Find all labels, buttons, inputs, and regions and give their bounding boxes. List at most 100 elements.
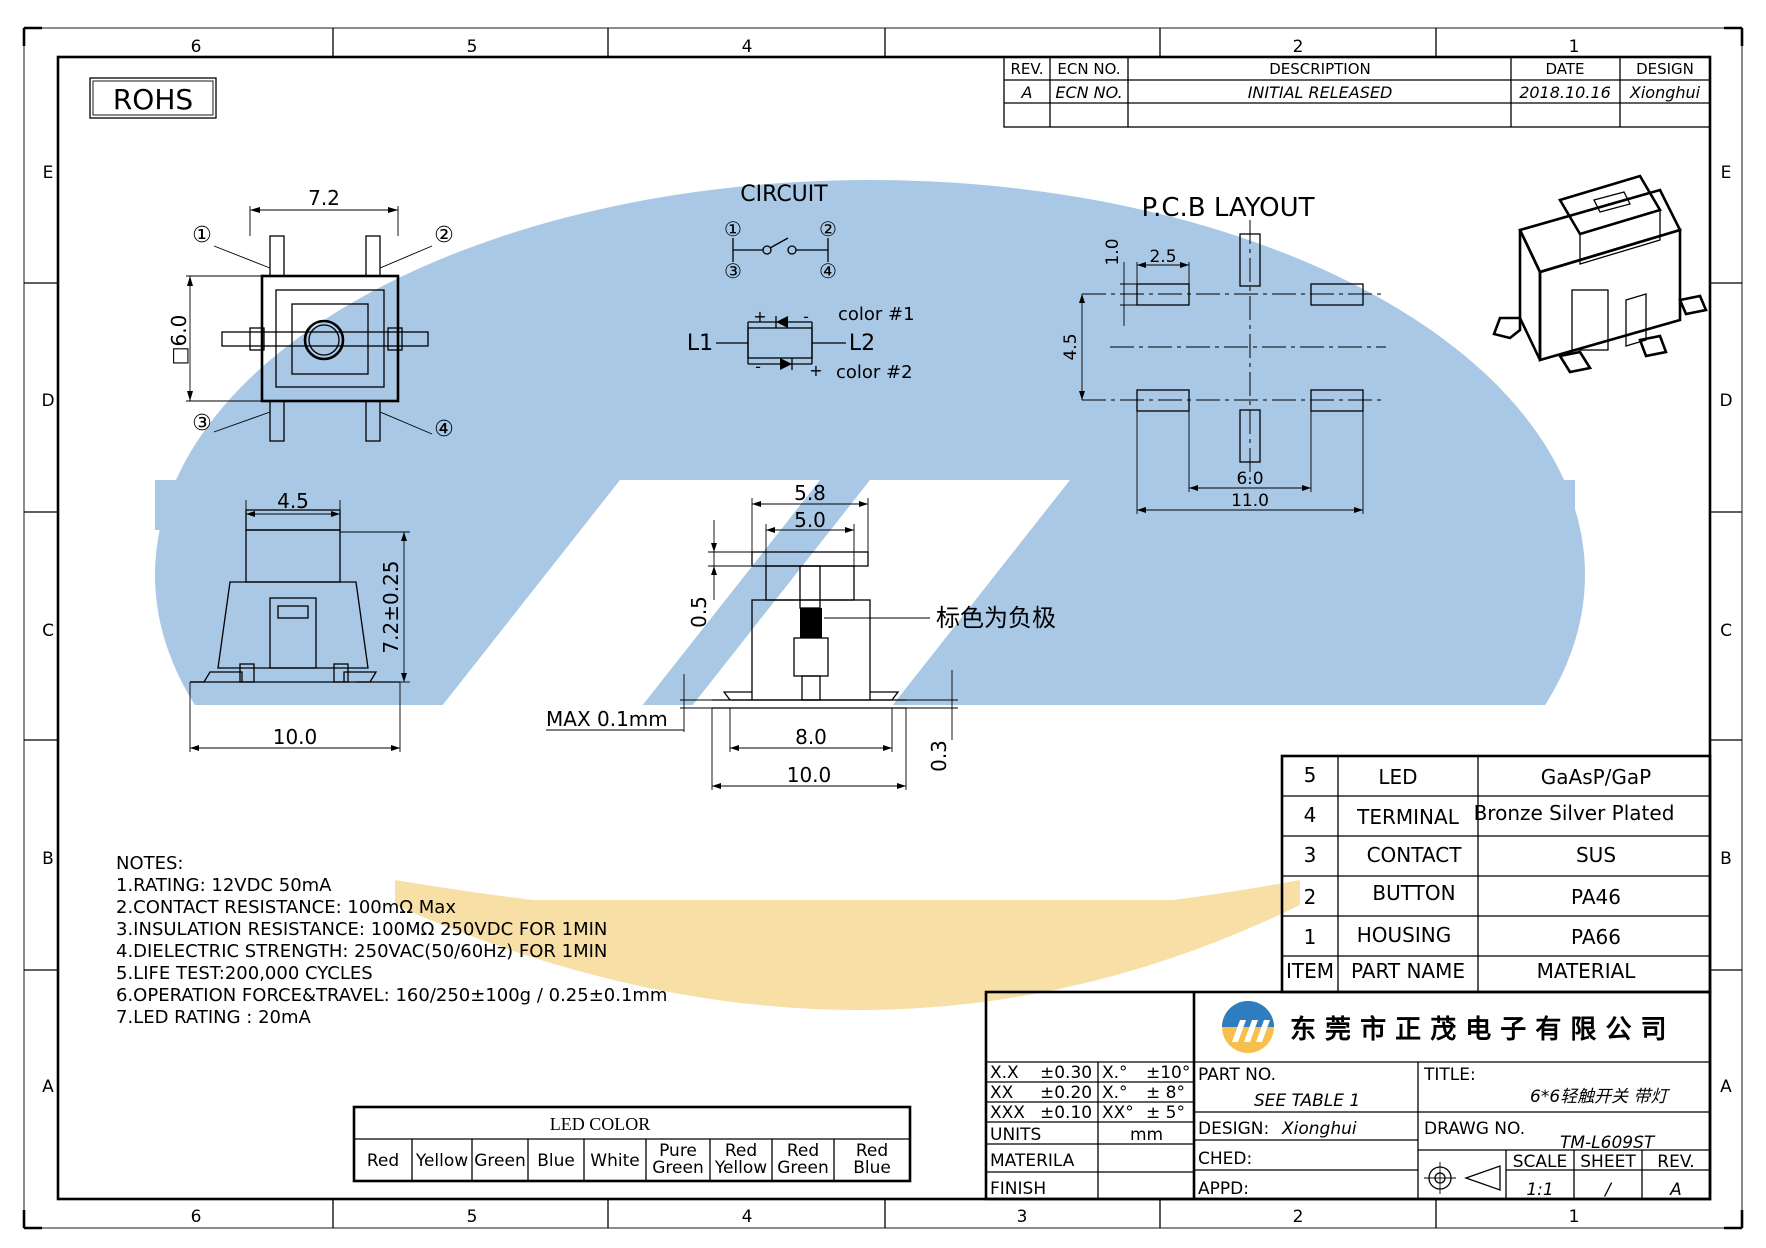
bom-table: 5 LED GaAsP/GaP 4 TERMINAL Bronze Silver… [1280, 754, 1712, 994]
circuit-minus-1: - [803, 307, 809, 326]
bom-header-name: PART NAME [1351, 959, 1465, 983]
top-view: 7.2 □6.0 ① ② ③ ④ [167, 186, 454, 442]
circuit-color-1: color #1 [838, 304, 915, 325]
pin-1-label: ① [192, 223, 212, 248]
drawg-value: TM-L609ST [1560, 1133, 1656, 1153]
side-max: MAX 0.1mm [546, 707, 668, 731]
notes: NOTES: 1.RATING: 12VDC 50mA 2.CONTACT RE… [116, 853, 667, 1028]
circuit-pin-1: ① [724, 217, 742, 241]
company-name: 东 莞 市 正 茂 电 子 有 限 公 司 [1290, 1014, 1667, 1045]
zone-bot-5: 5 [467, 1207, 478, 1227]
tol-xxdeg-val: ± 5° [1146, 1103, 1185, 1123]
rev-row-rev: A [1021, 83, 1033, 102]
tol-xdeg-val: ±10° [1146, 1063, 1190, 1083]
pcb-dim-2-5: 2.5 [1149, 247, 1176, 267]
bom-mat-3: SUS [1576, 843, 1616, 867]
rev-row-design: Xionghui [1629, 83, 1701, 102]
tol-xxx-val: ±0.20 [1040, 1083, 1092, 1103]
led-color-item: Yellow [714, 1158, 767, 1178]
isometric-view [1492, 174, 1708, 374]
led-color-item: Yellow [415, 1151, 468, 1171]
side-dim-10-0: 10.0 [787, 763, 832, 787]
circuit-pin-2: ② [819, 217, 837, 241]
tol-xxxx-val: ±0.10 [1040, 1103, 1092, 1123]
tol-xdeg2-val: ± 8° [1146, 1083, 1185, 1103]
bom-header-item: ITEM [1286, 959, 1334, 983]
note-3: 3.INSULATION RESISTANCE: 100MΩ 250VDC FO… [116, 919, 607, 940]
pin-3-label: ③ [192, 411, 212, 436]
tol-xx-val: ±0.30 [1040, 1063, 1092, 1083]
front-view: 4.5 7.2±0.25 10.0 [189, 489, 410, 752]
sheet-border [22, 26, 1744, 1230]
rev-header-desc: DESCRIPTION [1269, 60, 1371, 78]
material-label: MATERILA [990, 1151, 1075, 1171]
led-color-item: Green [652, 1158, 703, 1178]
circuit-title: CIRCUIT [740, 182, 828, 207]
sheet-value: / [1603, 1180, 1613, 1200]
side-dim-0-3: 0.3 [927, 740, 951, 772]
bom-mat-2: PA46 [1571, 885, 1621, 909]
part-no-label: PART NO. [1198, 1065, 1276, 1085]
drawg-label: DRAWG NO. [1424, 1119, 1525, 1139]
rev-header-rev: REV. [1011, 60, 1044, 78]
led-color-item: Green [777, 1158, 828, 1178]
led-color-item: Red [787, 1141, 819, 1161]
led-color-item: White [590, 1151, 639, 1171]
rev-value: A [1669, 1180, 1682, 1200]
circuit-l1: L1 [687, 331, 713, 356]
circuit-l2: L2 [849, 331, 875, 356]
note-6: 6.OPERATION FORCE&TRAVEL: 160/250±100g /… [116, 985, 667, 1006]
side-dim-5-8: 5.8 [794, 481, 826, 505]
note-1: 1.RATING: 12VDC 50mA [116, 875, 332, 896]
tol-xxx-label: XX [990, 1083, 1014, 1103]
led-color-item: Red [725, 1141, 757, 1161]
zone-side-e: E [43, 163, 54, 183]
zone-side-c-r: C [1720, 621, 1732, 641]
bom-item-4: 4 [1304, 803, 1317, 827]
zone-bot-2: 2 [1293, 1207, 1304, 1227]
pcb-title: P.C.B LAYOUT [1141, 193, 1314, 223]
bom-item-2: 2 [1304, 885, 1317, 909]
tol-xxdeg-label: XX° [1102, 1103, 1134, 1123]
zone-bot-1: 1 [1569, 1207, 1580, 1227]
zone-side-b-r: B [1720, 849, 1732, 869]
pcb-dim-6-0: 6.0 [1236, 469, 1263, 489]
bom-name-2: BUTTON [1372, 881, 1455, 905]
note-5: 5.LIFE TEST:200,000 CYCLES [116, 963, 373, 984]
zone-side-b: B [42, 849, 54, 869]
appd-label: APPD: [1198, 1179, 1249, 1199]
led-color-item: Blue [853, 1158, 891, 1178]
company-logo [1222, 1001, 1274, 1053]
bom-name-1: HOUSING [1357, 923, 1451, 947]
zone-top-5: 5 [467, 37, 478, 57]
title-label: TITLE: [1423, 1065, 1476, 1085]
tol-xdeg-label: X.° [1102, 1063, 1128, 1083]
note-4: 4.DIELECTRIC STRENGTH: 250VAC(50/60Hz) F… [116, 941, 607, 962]
units-label: UNITS [990, 1125, 1041, 1145]
bom-mat-5: GaAsP/GaP [1541, 765, 1651, 789]
bom-name-3: CONTACT [1367, 843, 1463, 867]
rev-header-date: DATE [1545, 60, 1584, 78]
circuit-minus-2: - [755, 357, 761, 376]
circuit-pin-4: ④ [819, 259, 837, 283]
circuit-plus-2: + [809, 361, 822, 380]
pcb-dim-4-5: 4.5 [1061, 333, 1081, 360]
led-color-item: Blue [537, 1151, 575, 1171]
zone-top-1: 1 [1569, 37, 1580, 57]
led-color-item: Red [367, 1151, 399, 1171]
part-no-value: SEE TABLE 1 [1254, 1091, 1360, 1111]
top-dim-width: 7.2 [308, 186, 340, 210]
zone-labels: 6 5 4 2 1 6 5 4 3 2 1 E D C B A E D C B … [41, 37, 1732, 1227]
rev-row-date: 2018.10.16 [1519, 83, 1611, 102]
tol-xxxx-label: XXX [990, 1103, 1025, 1123]
zone-bot-3: 3 [1017, 1207, 1028, 1227]
tol-xdeg2-label: X.° [1102, 1083, 1128, 1103]
led-color-title: LED COLOR [550, 1114, 651, 1134]
front-dim-10-0: 10.0 [273, 725, 318, 749]
rev-row-ecn: ECN NO. [1055, 83, 1122, 102]
circuit-pin-3: ③ [724, 259, 742, 283]
scale-label: SCALE [1513, 1152, 1568, 1172]
zone-side-e-r: E [1721, 163, 1732, 183]
